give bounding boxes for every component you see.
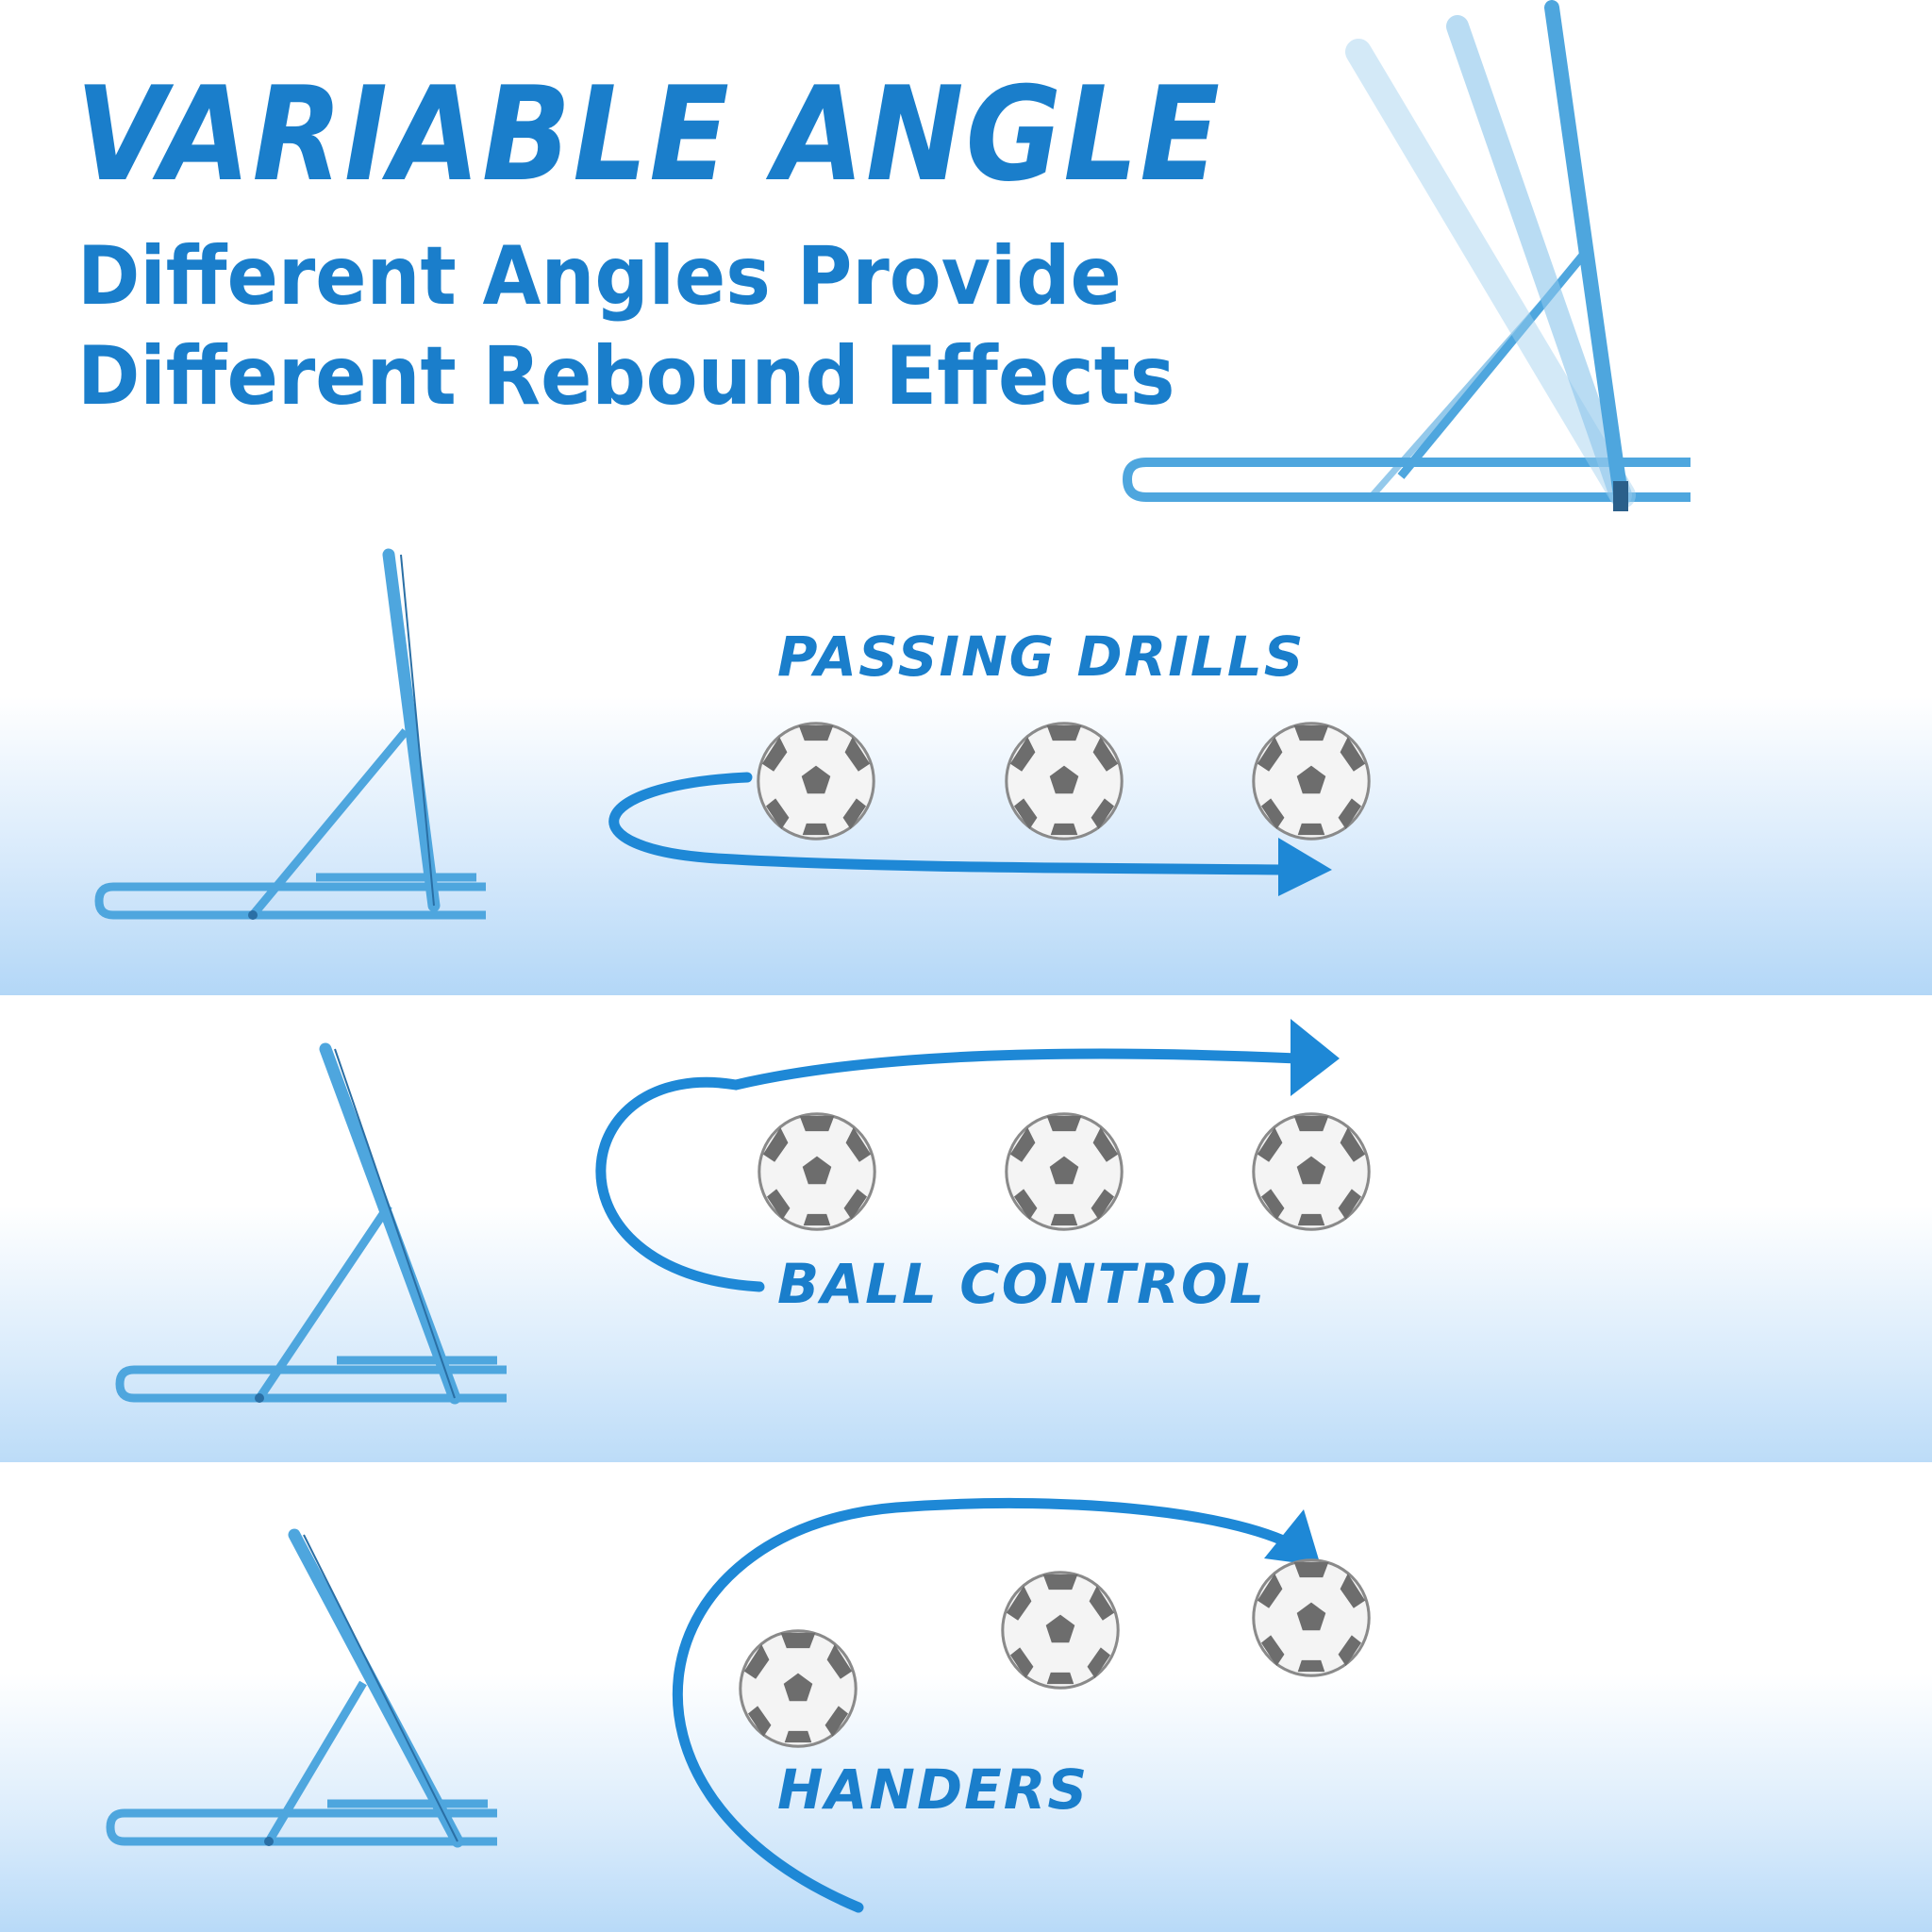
soccer-ball-medium-icon (1005, 722, 1124, 841)
subtitle-line-1: Different Angles Provide (77, 229, 1122, 324)
rebounder-steep-illustration (110, 1528, 497, 1848)
handers-illustration (672, 1497, 1371, 1913)
soccer-ball-dark-icon (1252, 1558, 1371, 1677)
drill-label-handers: HANDERS (777, 1757, 1090, 1822)
subtitle-line-2: Different Rebound Effects (77, 329, 1175, 424)
rebounder-upright-illustration (99, 548, 486, 920)
rebounder-multi-angle-illustration (1122, 0, 1690, 511)
soccer-ball-medium-icon (1001, 1571, 1120, 1690)
soccer-ball-light-icon (758, 1112, 876, 1231)
passing-drills-illustration (608, 722, 1371, 896)
soccer-ball-medium-icon (1005, 1112, 1124, 1231)
ball-control-illustration (595, 1019, 1371, 1292)
soccer-ball-light-icon (757, 722, 875, 841)
panel-background-handers (0, 1462, 1932, 1932)
headline: VARIABLE ANGLE (75, 58, 1222, 210)
rebounder-tilted-illustration (120, 1042, 507, 1405)
drill-label-ball-control: BALL CONTROL (777, 1252, 1267, 1316)
soccer-ball-dark-icon (1252, 1112, 1371, 1231)
soccer-ball-dark-icon (1252, 722, 1371, 841)
panel-background-control (0, 995, 1932, 1462)
drill-label-passing: PASSING DRILLS (777, 625, 1306, 689)
soccer-ball-light-icon (739, 1629, 858, 1748)
subtitle: Different Angles Provide Different Rebou… (77, 226, 1174, 426)
